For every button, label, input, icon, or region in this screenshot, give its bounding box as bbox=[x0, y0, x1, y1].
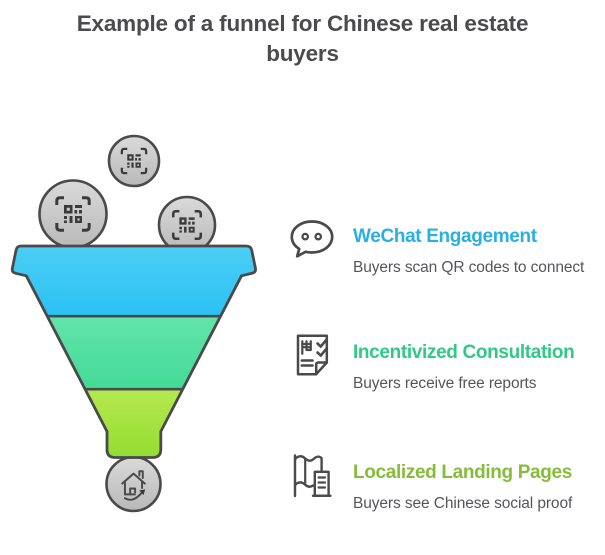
qr-bubble-small bbox=[107, 134, 161, 188]
qr-bubble-left bbox=[38, 179, 108, 249]
title-wrap: Example of a funnel for Chinese real est… bbox=[0, 9, 605, 69]
funnel-stage-top bbox=[12, 246, 256, 317]
step-description: Buyers see Chinese social proof bbox=[353, 495, 573, 512]
funnel-outline bbox=[10, 244, 257, 459]
funnel-diagram bbox=[10, 134, 257, 513]
step-heading: Incentivized Consultation bbox=[353, 342, 575, 363]
step-wechat-engagement: WeChat Engagement Buyers scan QR codes t… bbox=[284, 212, 584, 277]
wechat-icon bbox=[284, 212, 342, 273]
step-heading: WeChat Engagement bbox=[353, 226, 537, 247]
step-description: Buyers scan QR codes to connect bbox=[353, 259, 585, 276]
page-title: Example of a funnel for Chinese real est… bbox=[76, 11, 529, 66]
map-building-icon bbox=[284, 448, 342, 511]
document-check-icon bbox=[284, 328, 342, 389]
funnel-stage-middle bbox=[12, 316, 256, 390]
house-bubble-bottom bbox=[105, 455, 162, 513]
step-incentivized-consultation: Incentivized Consultation Buyers receive… bbox=[284, 328, 575, 393]
funnel-stage-bottom bbox=[12, 389, 256, 458]
step-description: Buyers receive free reports bbox=[353, 375, 537, 392]
funnel-body bbox=[10, 244, 257, 459]
step-localized-landing-pages: Localized Landing Pages Buyers see Chine… bbox=[284, 448, 572, 513]
step-heading: Localized Landing Pages bbox=[353, 462, 572, 483]
